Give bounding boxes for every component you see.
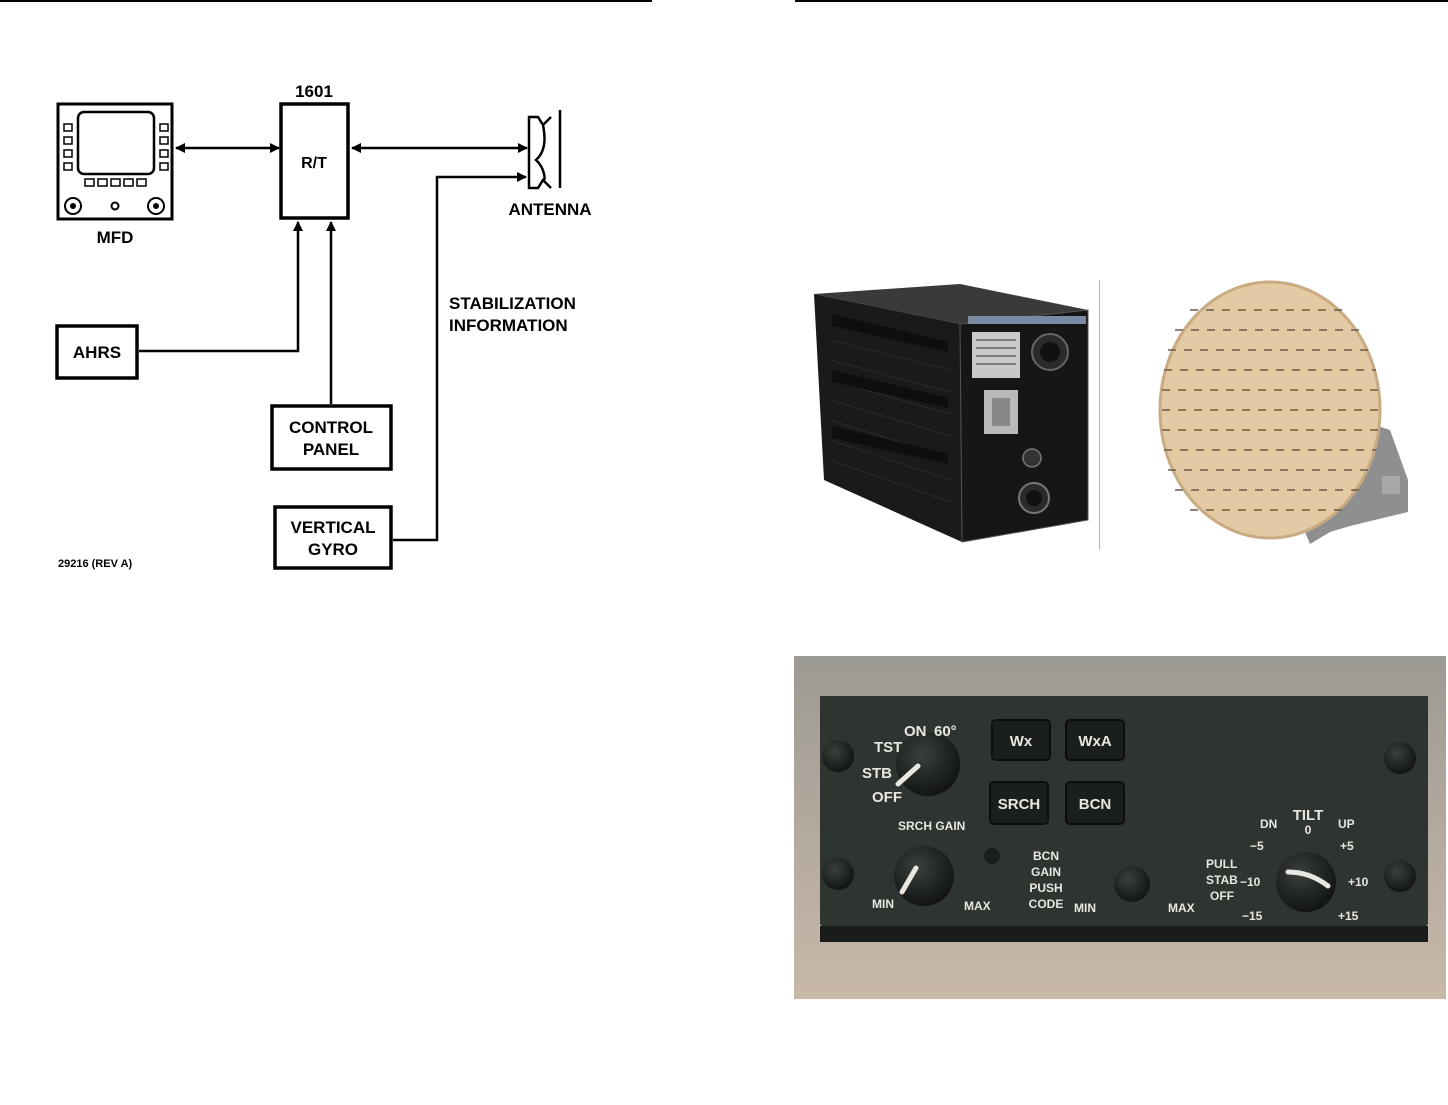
control-panel-label-2: PANEL <box>303 440 359 459</box>
mfd-label: MFD <box>97 228 134 247</box>
control-panel-box <box>272 406 391 469</box>
figure-number: 29216 (REV A) <box>58 558 133 570</box>
tilt-up: UP <box>1338 817 1355 831</box>
rt-label: R/T <box>301 155 327 172</box>
vertical-gyro-label-1: VERTICAL <box>291 518 376 537</box>
tilt-title: TILT <box>1293 807 1324 824</box>
mfd-icon <box>58 104 172 219</box>
tilt-m10: −10 <box>1240 875 1261 889</box>
ahrs-rt-line <box>139 222 298 351</box>
stabilization-line <box>393 177 526 540</box>
rt-number: 1601 <box>295 82 333 101</box>
svg-text:SRCH: SRCH <box>998 796 1041 813</box>
bcn-gain-line3: PUSH <box>1029 881 1062 895</box>
bcn-gain-line2: GAIN <box>1031 865 1061 879</box>
tilt-dn: DN <box>1260 817 1277 831</box>
antenna-label: ANTENNA <box>508 200 591 219</box>
top-rule-right <box>795 0 1448 2</box>
bcn-button[interactable]: BCN <box>1066 782 1124 824</box>
stabilization-label-1: STABILIZATION <box>449 294 576 313</box>
bcn-gain-max: MAX <box>1168 901 1195 915</box>
srch-button[interactable]: SRCH <box>990 782 1048 824</box>
svg-text:WxA: WxA <box>1078 733 1112 750</box>
tilt-p5: +5 <box>1340 839 1354 853</box>
stabilization-label-2: INFORMATION <box>449 316 568 335</box>
bcn-gain-min: MIN <box>1074 901 1096 915</box>
control-panel-label-1: CONTROL <box>289 418 373 437</box>
wxa-button[interactable]: WxA <box>1066 720 1124 760</box>
ahrs-label: AHRS <box>73 343 121 362</box>
tilt-p15: +15 <box>1338 909 1359 923</box>
block-diagram: MFD 1601 R/T ANTENNA STABILIZATION INFOR… <box>0 0 700 620</box>
srch-gain-title: SRCH GAIN <box>898 819 965 833</box>
srch-gain-knob[interactable] <box>894 846 954 906</box>
svg-text:Wx: Wx <box>1010 733 1033 750</box>
antenna-icon <box>529 110 560 188</box>
antenna-photo <box>1150 280 1420 550</box>
pull-stab-line3: OFF <box>1210 889 1234 903</box>
tilt-p10: +10 <box>1348 875 1369 889</box>
vertical-gyro-label-2: GYRO <box>308 540 358 559</box>
bcn-gain-knob[interactable] <box>1114 866 1150 902</box>
rt-unit-photo <box>810 280 1100 550</box>
mode-60-label: 60° <box>934 723 957 740</box>
srch-gain-max: MAX <box>964 899 991 913</box>
tilt-m15: −15 <box>1242 909 1263 923</box>
pull-stab-line2: STAB <box>1206 873 1238 887</box>
mode-knob[interactable] <box>896 732 960 796</box>
mode-stb-label: STB <box>862 765 892 782</box>
mode-on-label: ON <box>904 723 927 740</box>
wx-button[interactable]: Wx <box>992 720 1050 760</box>
bcn-gain-line4: CODE <box>1029 897 1064 911</box>
tilt-m5: −5 <box>1250 839 1264 853</box>
tilt-zero: 0 <box>1305 823 1312 837</box>
tilt-knob[interactable] <box>1276 852 1336 912</box>
mode-off-label: OFF <box>872 789 902 806</box>
mode-tst-label: TST <box>874 739 902 756</box>
bcn-gain-line1: BCN <box>1033 849 1059 863</box>
control-panel-photo: ON 60° TST STB OFF Wx WxA SRCH BCN SRCH … <box>794 656 1446 999</box>
svg-text:BCN: BCN <box>1079 796 1112 813</box>
srch-gain-min: MIN <box>872 897 894 911</box>
pull-stab-line1: PULL <box>1206 857 1237 871</box>
